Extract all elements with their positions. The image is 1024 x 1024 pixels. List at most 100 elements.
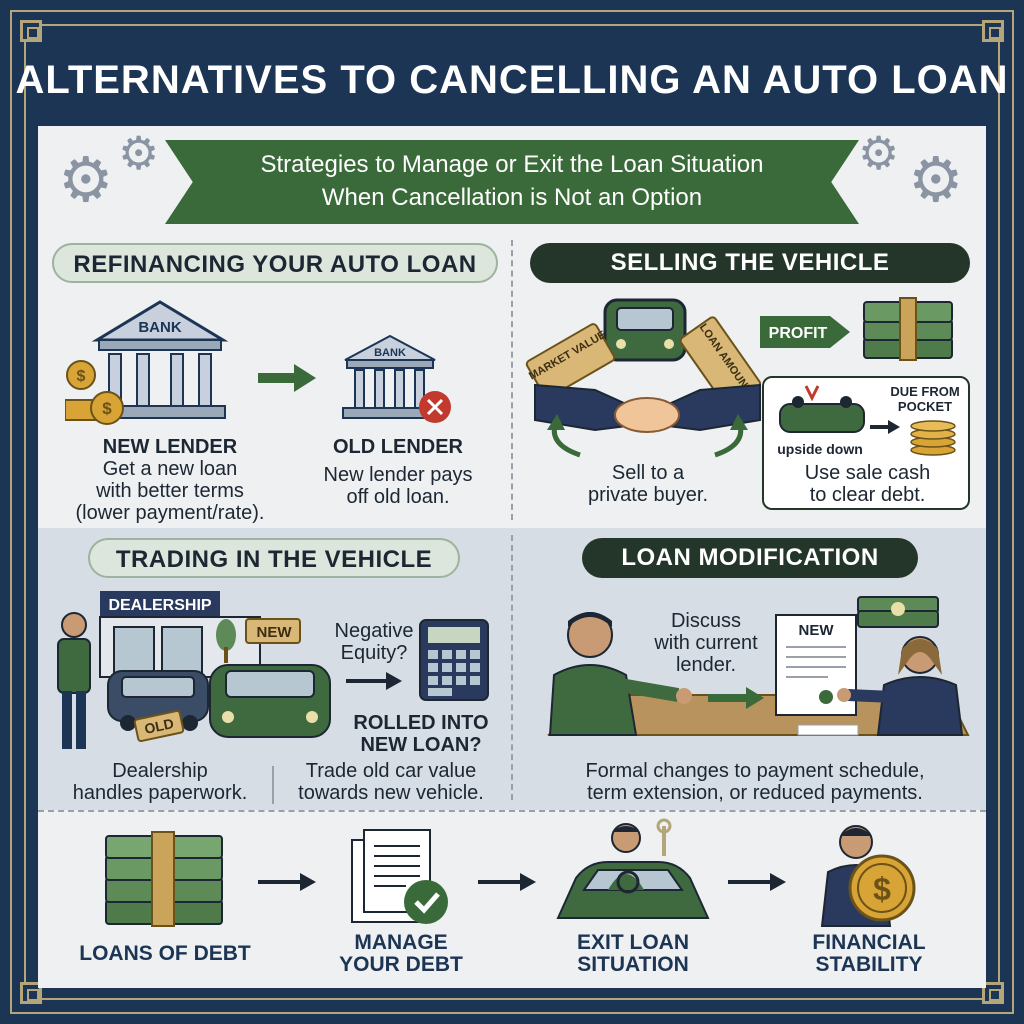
person-coin-icon: $: [820, 825, 916, 927]
trade-desc: Trade old car value: [305, 760, 477, 782]
section-header-refinancing: REFINANCING YOUR AUTO LOAN: [52, 243, 498, 283]
flow-label-manage: MANAGE YOUR DEBT: [316, 932, 486, 976]
sell-desc: private buyer.: [587, 484, 709, 506]
upside-down-label: upside down: [777, 441, 863, 457]
svg-text:$: $: [77, 368, 86, 385]
discuss: with current: [654, 632, 758, 654]
modification-desc-line: Formal changes to payment schedule,: [585, 760, 925, 782]
subtitle-ribbon: [165, 140, 859, 224]
rolled-into-text: ROLLED INTO NEW LOAN?: [346, 712, 496, 756]
profit-arrow-icon: PROFIT: [760, 316, 850, 348]
rolled: ROLLED INTO: [353, 712, 489, 734]
money-stack-icon: [105, 831, 223, 927]
svg-text:$: $: [873, 871, 891, 907]
car-key-icon: [556, 818, 710, 919]
corner-ornament: [982, 982, 1004, 1004]
box-desc: Use sale cash: [804, 462, 931, 484]
dealership-desc: Dealership handles paperwork.: [50, 760, 270, 804]
gear-icon: ⚙: [908, 146, 964, 215]
svg-text:BANK: BANK: [138, 319, 181, 336]
documents-check-icon: [351, 829, 448, 924]
horizontal-divider: [38, 810, 986, 812]
svg-text:NEW: NEW: [257, 624, 293, 641]
svg-text:DEALERSHIP: DEALERSHIP: [108, 597, 211, 614]
discuss: Discuss: [670, 610, 741, 632]
subtitle-line-1: Strategies to Manage or Exit the Loan Si…: [260, 151, 764, 178]
gear-icon: ⚙: [118, 127, 160, 179]
new-lender-text: NEW LENDER Get a new loan with better te…: [55, 436, 285, 524]
negative-equity: Negative: [334, 620, 414, 642]
flow-label-exit: EXIT LOAN SITUATION: [548, 932, 718, 976]
new-lender-label: NEW LENDER: [102, 436, 238, 458]
calculator-icon: [419, 619, 489, 701]
flow-label: EXIT LOAN: [576, 931, 689, 954]
handshake-sale-illustration: MARKET VALUE LOAN AMOUNT: [525, 298, 762, 458]
corner-ornament: [20, 20, 42, 42]
discuss-text: Discuss with current lender.: [636, 610, 776, 676]
old-lender-text: OLD LENDER New lender pays off old loan.: [298, 436, 498, 508]
money-stack-icon: [863, 297, 953, 361]
svg-text:PROFIT: PROFIT: [769, 325, 828, 342]
arrow-right-icon: [258, 873, 316, 891]
old-lender-desc: New lender pays: [323, 464, 473, 486]
flow-label: YOUR DEBT: [339, 953, 463, 976]
meeting-illustration: NEW: [547, 596, 970, 736]
modification-desc-line: term extension, or reduced payments.: [587, 782, 923, 804]
box-desc: to clear debt.: [809, 484, 926, 506]
sell-private-text: Sell to a private buyer.: [558, 462, 738, 506]
old-lender-label: OLD LENDER: [333, 436, 463, 458]
new-lender-desc: (lower payment/rate).: [75, 502, 265, 524]
vertical-divider: [511, 240, 513, 520]
svg-text:OLD: OLD: [143, 715, 175, 737]
arrow-right-icon: [258, 364, 316, 392]
arrow-right-icon: [478, 873, 536, 891]
flow-label: MANAGE: [354, 931, 448, 954]
corner-ornament: [982, 20, 1004, 42]
section-header-trading: TRADING IN THE VEHICLE: [88, 538, 460, 578]
gear-icon: ⚙: [58, 146, 114, 215]
subtitle: Strategies to Manage or Exit the Loan Si…: [165, 148, 859, 214]
arrow-right-icon: [870, 420, 900, 434]
rolled: NEW LOAN?: [360, 734, 482, 756]
trade-value-desc: Trade old car value towards new vehicle.: [278, 760, 504, 804]
svg-text:NEW: NEW: [799, 622, 835, 639]
dealership-illustration: DEALERSHIP OLD NEW: [57, 591, 331, 749]
due-from-pocket-label: DUE FROM POCKET: [880, 384, 970, 414]
coins-icon: [910, 420, 956, 456]
upside-down-car-icon: [779, 385, 865, 433]
section-header-modification: LOAN MODIFICATION: [582, 538, 918, 578]
modification-desc: Formal changes to payment schedule, term…: [530, 760, 980, 804]
new-lender-desc: Get a new loan: [102, 458, 238, 480]
page-title: ALTERNATIVES TO CANCELLING AN AUTO LOAN: [15, 58, 1009, 102]
svg-text:$: $: [102, 399, 112, 418]
clear-debt-text: Use sale cash to clear debt.: [770, 462, 965, 506]
flow-label: FINANCIAL: [812, 931, 926, 954]
dealer-desc: Dealership: [112, 760, 208, 782]
negative-equity-text: Negative Equity?: [324, 620, 424, 664]
arrow-right-icon: [346, 672, 402, 690]
section-header-selling: SELLING THE VEHICLE: [530, 243, 970, 283]
new-bank-icon: BANK $ $: [65, 300, 229, 425]
due-label: POCKET: [897, 399, 953, 414]
trade-desc: towards new vehicle.: [298, 782, 484, 804]
sell-desc: Sell to a: [611, 462, 685, 484]
svg-text:BANK: BANK: [374, 347, 406, 359]
text-divider: [272, 766, 274, 804]
subtitle-line-2: When Cancellation is Not an Option: [321, 184, 703, 211]
flow-label: STABILITY: [815, 953, 923, 976]
flow-label: LOANS OF DEBT: [79, 942, 251, 965]
old-bank-icon: BANK: [342, 334, 451, 423]
vertical-divider: [511, 535, 513, 800]
outer-frame: [10, 10, 1014, 1014]
arrow-right-icon: [728, 873, 786, 891]
flow-label-loans: LOANS OF DEBT: [70, 943, 260, 965]
old-lender-desc: off old loan.: [346, 486, 450, 508]
gear-icon: ⚙: [858, 127, 900, 179]
due-label: DUE FROM: [890, 384, 960, 399]
negative-equity: Equity?: [340, 642, 408, 664]
flow-label: SITUATION: [577, 953, 689, 976]
discuss: lender.: [675, 654, 737, 676]
corner-ornament: [20, 982, 42, 1004]
flow-label-stability: FINANCIAL STABILITY: [784, 932, 954, 976]
inner-frame: [24, 24, 1000, 1000]
